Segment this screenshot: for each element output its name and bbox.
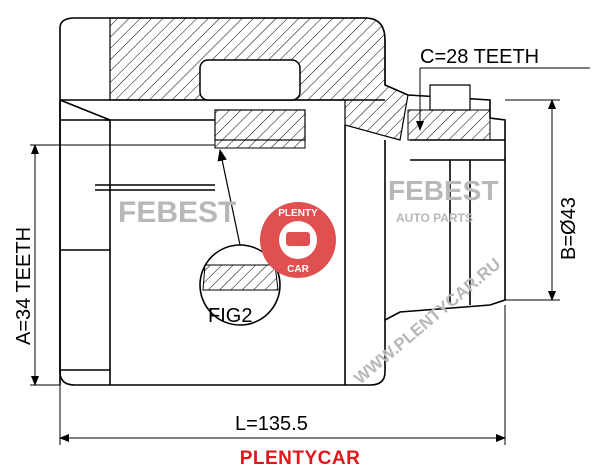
a-teeth-label: A=34 TEETH bbox=[13, 227, 35, 345]
dimension-c bbox=[416, 67, 590, 131]
c-teeth-label: C=28 TEETH bbox=[420, 46, 539, 68]
length-label: L=135.5 bbox=[235, 413, 308, 435]
inner-race bbox=[214, 139, 306, 149]
logo-bottom-text: CAR bbox=[287, 264, 309, 275]
watermark-febest-left: FEBEST bbox=[118, 196, 236, 229]
fig2-leader bbox=[217, 148, 241, 246]
brand-caption: PLENTYCAR bbox=[239, 448, 361, 469]
b-diameter-label: B=Ø43 bbox=[558, 197, 580, 260]
watermark-febest-right: FEBEST bbox=[388, 175, 498, 206]
watermark-auto-parts: AUTO PARTS bbox=[396, 211, 473, 225]
clip bbox=[429, 84, 471, 111]
ball bbox=[199, 59, 301, 101]
plentycar-logo: PLENTY CAR bbox=[260, 202, 336, 278]
fig2-label: FIG2 bbox=[208, 305, 252, 327]
cage-section bbox=[214, 109, 306, 141]
logo-top-text: PLENTY bbox=[278, 208, 318, 219]
dimension-l bbox=[59, 305, 506, 445]
dimension-b bbox=[505, 99, 560, 301]
dimension-a bbox=[30, 144, 215, 386]
fig2-hatch bbox=[202, 264, 279, 291]
